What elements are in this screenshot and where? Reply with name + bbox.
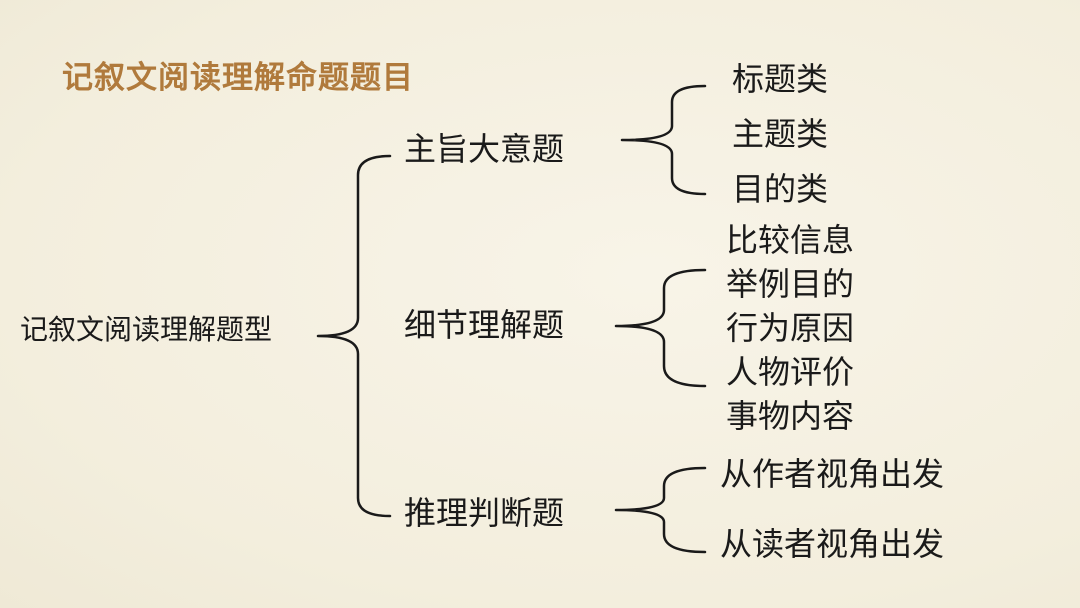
branch-1-label: 主旨大意题: [404, 130, 565, 168]
leaf-node: 目的类: [732, 170, 829, 208]
leaf-node: 从作者视角出发: [720, 455, 945, 493]
root-brace: [316, 154, 392, 518]
branch-1-brace: [620, 84, 707, 196]
leaf-node: 举例目的: [726, 265, 855, 303]
leaf-node: 从读者视角出发: [720, 525, 945, 563]
leaf-node: 主题类: [732, 115, 829, 153]
branch-3-label: 推理判断题: [404, 494, 565, 532]
leaf-node: 事物内容: [726, 397, 855, 435]
branch-2-label: 细节理解题: [404, 306, 565, 344]
leaf-node: 标题类: [732, 60, 829, 98]
leaf-node: 人物评价: [726, 353, 855, 391]
branch-2-brace: [614, 268, 707, 388]
branch-3-brace: [614, 466, 707, 554]
page-title: 记叙文阅读理解命题题目: [62, 60, 414, 96]
leaf-node: 行为原因: [726, 309, 855, 347]
leaf-node: 比较信息: [726, 221, 855, 259]
root-node: 记叙文阅读理解题型: [20, 313, 273, 346]
